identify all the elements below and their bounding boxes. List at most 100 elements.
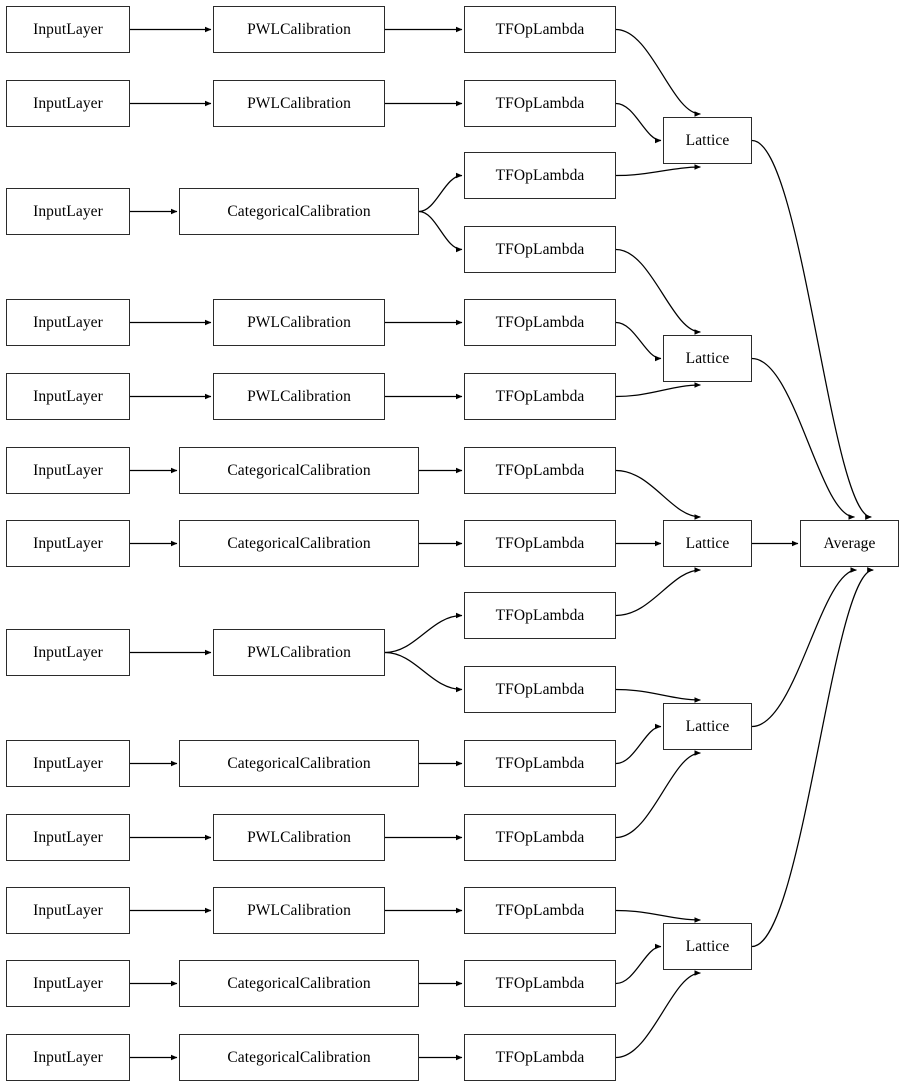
graph-node-label: TFOpLambda bbox=[495, 20, 585, 38]
graph-edge-op5-to-lat2 bbox=[615, 321, 662, 362]
graph-node-label: InputLayer bbox=[33, 94, 103, 112]
graph-node-label: InputLayer bbox=[33, 313, 103, 331]
graph-edge-op1-to-lat1 bbox=[615, 28, 701, 117]
graph-node-label: InputLayer bbox=[33, 901, 103, 919]
graph-node-cal1[interactable]: PWLCalibration bbox=[213, 6, 385, 53]
graph-node-in6[interactable]: InputLayer bbox=[6, 447, 130, 494]
graph-node-cal12[interactable]: CategoricalCalibration bbox=[179, 960, 419, 1007]
graph-node-op1[interactable]: TFOpLambda bbox=[464, 6, 616, 53]
graph-node-cal4[interactable]: PWLCalibration bbox=[213, 299, 385, 346]
graph-node-label: TFOpLambda bbox=[495, 94, 585, 112]
graph-node-label: PWLCalibration bbox=[247, 901, 351, 919]
graph-node-label: InputLayer bbox=[33, 1048, 103, 1066]
graph-node-label: Lattice bbox=[685, 717, 730, 735]
graph-node-label: PWLCalibration bbox=[247, 94, 351, 112]
graph-node-in3[interactable]: InputLayer bbox=[6, 188, 130, 235]
graph-edge-lat1-to-avg bbox=[751, 139, 872, 520]
graph-node-label: InputLayer bbox=[33, 754, 103, 772]
graph-node-label: CategoricalCalibration bbox=[227, 974, 371, 992]
graph-node-cal5[interactable]: PWLCalibration bbox=[213, 373, 385, 420]
graph-edge-op13-to-lat5 bbox=[615, 909, 701, 923]
graph-node-label: CategoricalCalibration bbox=[227, 202, 371, 220]
graph-node-cal6[interactable]: CategoricalCalibration bbox=[179, 447, 419, 494]
graph-node-lat1[interactable]: Lattice bbox=[663, 117, 752, 164]
graph-node-in12[interactable]: InputLayer bbox=[6, 960, 130, 1007]
graph-node-label: TFOpLambda bbox=[495, 387, 585, 405]
graph-node-in4[interactable]: InputLayer bbox=[6, 299, 130, 346]
graph-node-in10[interactable]: InputLayer bbox=[6, 814, 130, 861]
graph-node-op9[interactable]: TFOpLambda bbox=[464, 592, 616, 639]
graph-node-op3[interactable]: TFOpLambda bbox=[464, 152, 616, 199]
graph-node-op2[interactable]: TFOpLambda bbox=[464, 80, 616, 127]
graph-node-cal8[interactable]: PWLCalibration bbox=[213, 629, 385, 676]
graph-edge-cal3-to-op4 bbox=[418, 210, 463, 253]
graph-node-avg[interactable]: Average bbox=[800, 520, 899, 567]
graph-node-op11[interactable]: TFOpLambda bbox=[464, 740, 616, 787]
graph-node-label: CategoricalCalibration bbox=[227, 1048, 371, 1066]
graph-edge-op9-to-lat3 bbox=[615, 567, 701, 617]
graph-node-lat3[interactable]: Lattice bbox=[663, 520, 752, 567]
graph-edge-op14-to-lat5 bbox=[615, 943, 662, 985]
graph-node-label: TFOpLambda bbox=[495, 534, 585, 552]
graph-node-label: InputLayer bbox=[33, 387, 103, 405]
graph-node-lat4[interactable]: Lattice bbox=[663, 703, 752, 750]
graph-node-label: CategoricalCalibration bbox=[227, 534, 371, 552]
graph-node-label: InputLayer bbox=[33, 20, 103, 38]
graph-node-label: Lattice bbox=[685, 349, 730, 367]
graph-node-op14[interactable]: TFOpLambda bbox=[464, 960, 616, 1007]
graph-node-label: InputLayer bbox=[33, 202, 103, 220]
graph-node-op13[interactable]: TFOpLambda bbox=[464, 887, 616, 934]
graph-node-label: InputLayer bbox=[33, 643, 103, 661]
graph-node-cal13[interactable]: CategoricalCalibration bbox=[179, 1034, 419, 1081]
graph-edge-cal8-to-op9 bbox=[384, 612, 463, 654]
graph-edge-op4-to-lat2 bbox=[615, 248, 701, 335]
graph-edge-op2-to-lat1 bbox=[615, 102, 662, 144]
graph-node-label: TFOpLambda bbox=[495, 1048, 585, 1066]
graph-node-cal11[interactable]: PWLCalibration bbox=[213, 887, 385, 934]
graph-node-in1[interactable]: InputLayer bbox=[6, 6, 130, 53]
graph-node-label: PWLCalibration bbox=[247, 643, 351, 661]
graph-node-in11[interactable]: InputLayer bbox=[6, 887, 130, 934]
graph-node-op10[interactable]: TFOpLambda bbox=[464, 666, 616, 713]
graph-node-label: Lattice bbox=[685, 534, 730, 552]
graph-node-op5[interactable]: TFOpLambda bbox=[464, 299, 616, 346]
graph-node-in2[interactable]: InputLayer bbox=[6, 80, 130, 127]
graph-edge-op11-to-lat4 bbox=[615, 723, 662, 765]
graph-node-label: TFOpLambda bbox=[495, 828, 585, 846]
graph-node-cal2[interactable]: PWLCalibration bbox=[213, 80, 385, 127]
graph-node-op15[interactable]: TFOpLambda bbox=[464, 1034, 616, 1081]
graph-node-in8[interactable]: InputLayer bbox=[6, 629, 130, 676]
graph-node-op4[interactable]: TFOpLambda bbox=[464, 226, 616, 273]
graph-node-in13[interactable]: InputLayer bbox=[6, 1034, 130, 1081]
graph-node-in5[interactable]: InputLayer bbox=[6, 373, 130, 420]
graph-node-label: Average bbox=[823, 534, 876, 552]
graph-node-in7[interactable]: InputLayer bbox=[6, 520, 130, 567]
graph-node-label: InputLayer bbox=[33, 534, 103, 552]
graph-node-label: CategoricalCalibration bbox=[227, 754, 371, 772]
graph-node-lat2[interactable]: Lattice bbox=[663, 335, 752, 382]
graph-node-label: PWLCalibration bbox=[247, 387, 351, 405]
graph-node-op7[interactable]: TFOpLambda bbox=[464, 447, 616, 494]
graph-node-label: InputLayer bbox=[33, 828, 103, 846]
graph-node-label: TFOpLambda bbox=[495, 974, 585, 992]
graph-node-label: PWLCalibration bbox=[247, 20, 351, 38]
graph-node-cal7[interactable]: CategoricalCalibration bbox=[179, 520, 419, 567]
graph-node-label: InputLayer bbox=[33, 974, 103, 992]
graph-node-label: TFOpLambda bbox=[495, 166, 585, 184]
graph-node-cal9[interactable]: CategoricalCalibration bbox=[179, 740, 419, 787]
graph-node-op8[interactable]: TFOpLambda bbox=[464, 520, 616, 567]
graph-edge-op7-to-lat3 bbox=[615, 469, 701, 520]
graph-node-in9[interactable]: InputLayer bbox=[6, 740, 130, 787]
graph-edge-lat4-to-avg bbox=[751, 567, 857, 728]
graph-node-cal3[interactable]: CategoricalCalibration bbox=[179, 188, 419, 235]
graph-node-op12[interactable]: TFOpLambda bbox=[464, 814, 616, 861]
graph-edge-op15-to-lat5 bbox=[615, 970, 701, 1059]
graph-node-lat5[interactable]: Lattice bbox=[663, 923, 752, 970]
graph-edge-op3-to-lat1 bbox=[615, 164, 701, 177]
graph-node-op6[interactable]: TFOpLambda bbox=[464, 373, 616, 420]
graph-edge-lat5-to-avg bbox=[751, 567, 874, 948]
graph-node-cal10[interactable]: PWLCalibration bbox=[213, 814, 385, 861]
graph-node-label: TFOpLambda bbox=[495, 313, 585, 331]
